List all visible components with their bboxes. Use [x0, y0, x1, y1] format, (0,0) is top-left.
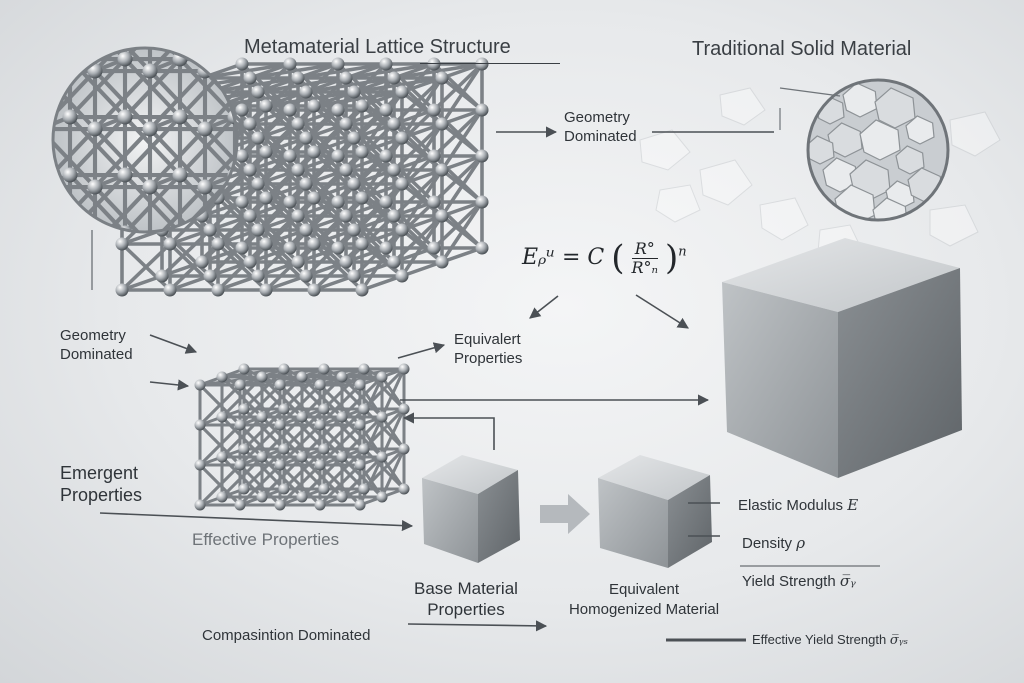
base-material-line1: Base Material [414, 579, 518, 598]
lattice-title: Metamaterial Lattice Structure [244, 36, 511, 58]
geometry-dominated-left-line1: Geometry [60, 327, 126, 344]
equivalent-properties-label: Equivalert Properties [454, 330, 522, 368]
formula-lhs: Eᵨᵘ = C [522, 245, 605, 270]
emergent-properties-label: Emergent Properties [60, 462, 142, 506]
yield-strength-label: Yield Strength σ̅ᵧ [742, 572, 856, 591]
density-label: Density ρ [742, 534, 805, 553]
geometry-dominated-left-line2: Dominated [60, 346, 133, 363]
equivalent-properties-line1: Equivalert [454, 331, 521, 348]
geometry-dominated-top-line1: Geometry [564, 109, 630, 126]
grain [895, 145, 925, 175]
base-material-line2: Properties [427, 600, 505, 619]
emergent-properties-line1: Emergent [60, 463, 139, 483]
grain [905, 115, 935, 145]
density-symbol: ρ [796, 534, 806, 552]
small-lattice-structure [194, 363, 410, 511]
lattice-title-underline [420, 63, 560, 64]
elastic-modulus-text: Elastic Modulus [738, 497, 844, 514]
formula-numerator: R° [631, 239, 659, 259]
geometry-dominated-top-line2: Dominated [564, 128, 637, 145]
composition-dominated-label: Compasintion Dominated [202, 627, 371, 644]
small-lattice-nodes [194, 363, 410, 511]
scaling-formula: Eᵨᵘ = C ( R° R°ₙ )n [522, 238, 687, 278]
homogenized-material-line2: Homogenized Material [568, 601, 720, 618]
homogenized-material-line1: Equivalent [608, 581, 680, 598]
density-text: Density [742, 535, 793, 552]
base-material-label: Base Material Properties [414, 578, 518, 620]
geometry-dominated-top-label: Geometry Dominated [564, 108, 637, 146]
grain [859, 119, 901, 161]
solid-cube-large [722, 238, 962, 478]
transform-arrow [540, 494, 590, 534]
effective-yield-strength-label: Effective Yield Strength σ̅ᵧₛ [752, 632, 908, 648]
yield-strength-text: Yield Strength [742, 573, 836, 590]
formula-denominator: R°ₙ [631, 257, 659, 277]
effective-yield-strength-symbol: σ̅ᵧₛ [889, 633, 908, 648]
large-lattice-structure [115, 57, 489, 297]
grain [872, 197, 908, 220]
homogenized-material-label: Equivalent Homogenized Material [554, 580, 734, 620]
solid-grain-zoom-inset [779, 78, 950, 222]
small-lattice-struts [198, 367, 406, 507]
effective-yield-strength-text: Effective Yield Strength [752, 632, 887, 647]
connector-arrows [99, 126, 880, 642]
equivalent-properties-line2: Properties [454, 350, 523, 367]
elastic-modulus-symbol: E [847, 496, 859, 514]
effective-properties-label: Effective Properties [192, 530, 340, 549]
homogenized-material-cube [598, 455, 712, 568]
formula-exponent: n [678, 244, 687, 260]
emergent-properties-line2: Properties [60, 485, 143, 505]
base-material-cube [422, 455, 520, 563]
solid-title: Traditional Solid Material [692, 38, 912, 60]
geometry-dominated-left-label: Geometry Dominated [60, 326, 133, 364]
elastic-modulus-label: Elastic Modulus E [738, 496, 858, 515]
yield-strength-symbol: σ̅ᵧ [839, 572, 856, 590]
